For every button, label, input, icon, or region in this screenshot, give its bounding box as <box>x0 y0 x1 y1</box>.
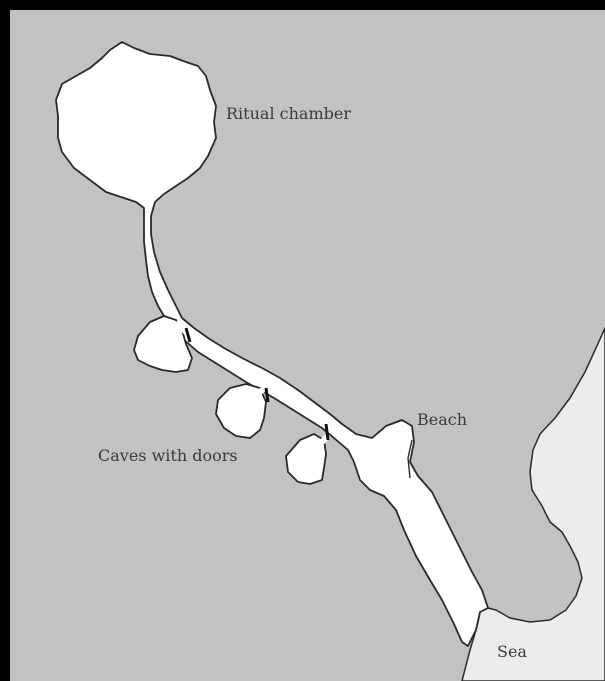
door-2 <box>264 387 270 403</box>
side-cave-1-connector <box>173 319 189 335</box>
cave-passage <box>55 41 489 647</box>
side-cave-2-connector <box>258 383 270 395</box>
side-cave-2 <box>215 383 267 439</box>
label-ritual-chamber: Ritual chamber <box>226 104 351 123</box>
side-cave-3 <box>285 433 327 485</box>
door-3 <box>324 423 330 441</box>
cave-map <box>10 10 605 681</box>
door-1 <box>184 327 192 343</box>
beach-shoreline <box>407 439 413 479</box>
label-caves-with-doors: Caves with doors <box>98 446 238 465</box>
label-sea: Sea <box>497 642 527 661</box>
label-beach: Beach <box>417 410 468 429</box>
